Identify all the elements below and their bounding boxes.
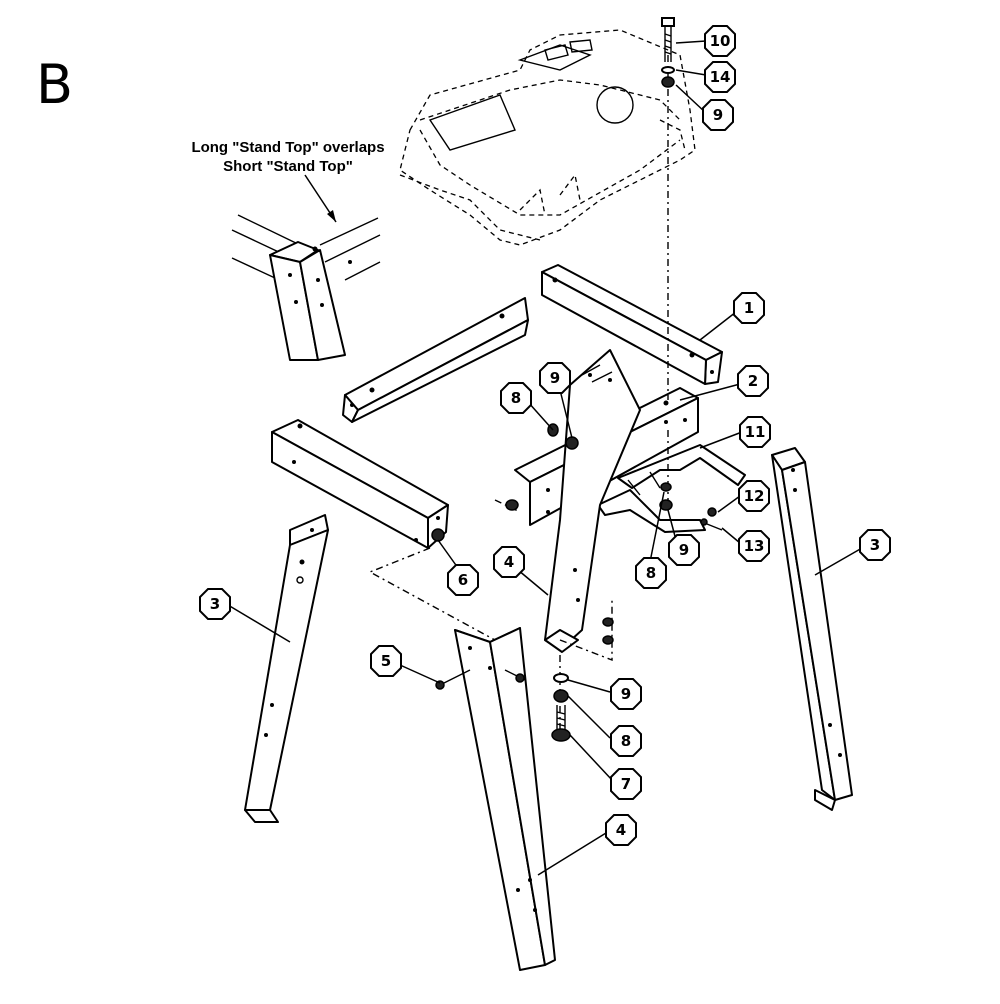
svg-text:1: 1 bbox=[744, 299, 754, 317]
svg-text:14: 14 bbox=[710, 68, 731, 86]
svg-text:4: 4 bbox=[616, 821, 626, 839]
svg-text:11: 11 bbox=[745, 423, 766, 441]
leader-lines bbox=[227, 40, 863, 876]
svg-text:10: 10 bbox=[710, 32, 731, 50]
callout-9a: 9 bbox=[702, 99, 734, 131]
svg-text:9: 9 bbox=[550, 369, 560, 387]
stand-top-back-left bbox=[342, 297, 529, 423]
callout-8a: 8 bbox=[635, 557, 667, 589]
callout-3b: 3 bbox=[859, 529, 891, 561]
svg-text:13: 13 bbox=[744, 537, 765, 555]
svg-text:8: 8 bbox=[511, 389, 521, 407]
part-1-stand-top-short bbox=[541, 264, 723, 385]
callout-9d: 9 bbox=[610, 678, 642, 710]
part-4-leg-front bbox=[454, 627, 556, 971]
callout-1: 1 bbox=[733, 292, 765, 324]
part-3-leg-left bbox=[244, 514, 329, 823]
svg-text:9: 9 bbox=[621, 685, 631, 703]
svg-text:12: 12 bbox=[744, 487, 765, 505]
svg-text:8: 8 bbox=[621, 732, 631, 750]
svg-text:4: 4 bbox=[504, 553, 514, 571]
callout-2: 2 bbox=[737, 365, 769, 397]
callout-14: 14 bbox=[704, 61, 736, 93]
svg-text:9: 9 bbox=[679, 541, 689, 559]
note-line-1: Long "Stand Top" overlaps bbox=[191, 139, 385, 156]
callout-10: 10 bbox=[704, 25, 736, 57]
callout-11: 11 bbox=[739, 416, 771, 448]
callout-5: 5 bbox=[370, 645, 402, 677]
callout-9c: 9 bbox=[539, 362, 571, 394]
svg-text:3: 3 bbox=[210, 595, 220, 613]
section-letter: B bbox=[36, 53, 74, 116]
svg-text:7: 7 bbox=[621, 775, 631, 793]
svg-text:2: 2 bbox=[748, 372, 758, 390]
assembly-center-lines bbox=[368, 55, 669, 730]
svg-text:8: 8 bbox=[646, 564, 656, 582]
callout-9b: 9 bbox=[668, 534, 700, 566]
part-11-bracket bbox=[597, 444, 746, 533]
callout-12: 12 bbox=[738, 480, 770, 512]
saw-body-outline bbox=[399, 29, 696, 246]
callout-13: 13 bbox=[738, 530, 770, 562]
svg-text:9: 9 bbox=[713, 106, 723, 124]
svg-text:5: 5 bbox=[381, 652, 391, 670]
callout-4a: 4 bbox=[493, 546, 525, 578]
overlap-detail-inset bbox=[231, 174, 381, 361]
note-line-2: Short "Stand Top" bbox=[223, 158, 353, 175]
callout-8b: 8 bbox=[500, 382, 532, 414]
svg-text:6: 6 bbox=[458, 571, 468, 589]
callout-4b: 4 bbox=[605, 814, 637, 846]
callouts: 10 14 9 1 2 11 12 13 9 8 9 8 6 4 3 5 9 8… bbox=[199, 25, 891, 846]
stand-top-overlap-note: Long "Stand Top" overlaps Short "Stand T… bbox=[168, 138, 408, 176]
callout-6: 6 bbox=[447, 564, 479, 596]
callout-8c: 8 bbox=[610, 725, 642, 757]
callout-7: 7 bbox=[610, 768, 642, 800]
callout-3a: 3 bbox=[199, 588, 231, 620]
part-3-leg-right bbox=[771, 447, 853, 811]
svg-text:3: 3 bbox=[870, 536, 880, 554]
